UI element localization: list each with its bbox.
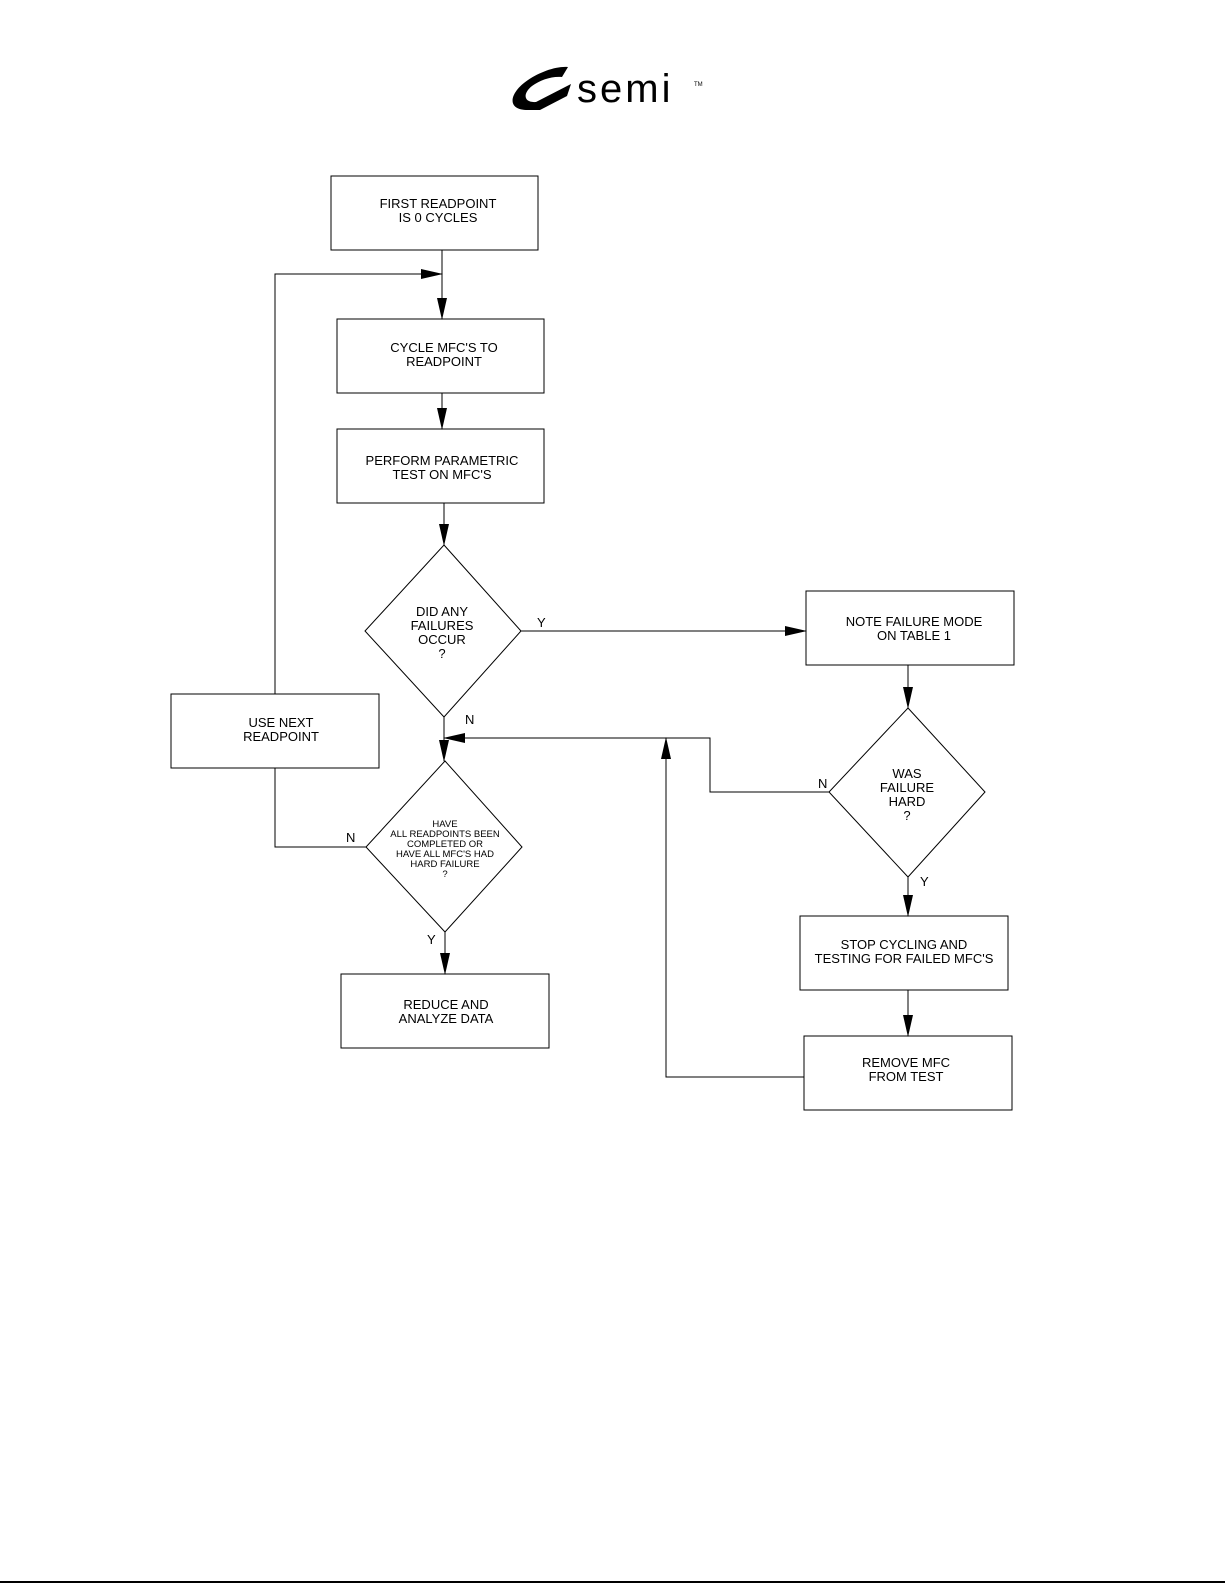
node-cycle-mfcs-line-1: CYCLE MFC'S TO <box>390 340 497 355</box>
label-failures-yes: Y <box>537 615 546 630</box>
node-use-next-line-2: READPOINT <box>243 729 319 744</box>
node-reduce-data: REDUCE AND ANALYZE DATA <box>340 973 550 1049</box>
label-all-done-yes: Y <box>427 932 436 947</box>
logo-trademark: TM <box>694 82 703 88</box>
semi-logo: semi TM <box>512 66 703 111</box>
edge-remove-return <box>661 737 804 1078</box>
node-stop-cycling: STOP CYCLING AND TESTING FOR FAILED MFC'… <box>799 915 1009 991</box>
node-use-next: USE NEXT READPOINT <box>170 693 380 769</box>
node-reduce-data-line-1: REDUCE AND <box>403 997 488 1012</box>
node-cycle-mfcs-line-2: READPOINT <box>406 354 482 369</box>
decision-all-done-line-3: COMPLETED OR <box>407 839 483 850</box>
node-first-readpoint-line-2: IS 0 CYCLES <box>399 210 478 225</box>
decision-any-failures: DID ANY FAILURES OCCUR ? <box>364 544 522 718</box>
decision-any-failures-line-4: ? <box>438 646 445 661</box>
node-use-next-line-1: USE NEXT <box>248 715 313 730</box>
decision-all-done-line-1: HAVE <box>432 819 457 830</box>
node-stop-cycling-line-1: STOP CYCLING AND <box>841 937 968 952</box>
node-note-failure: NOTE FAILURE MODE ON TABLE 1 <box>805 590 1015 666</box>
node-remove-mfc-line-2: FROM TEST <box>869 1069 944 1084</box>
node-remove-mfc-line-1: REMOVE MFC <box>862 1055 950 1070</box>
decision-any-failures-line-1: DID ANY <box>416 604 468 619</box>
label-all-done-no: N <box>346 830 355 845</box>
decision-all-done: HAVE ALL READPOINTS BEEN COMPLETED OR HA… <box>365 760 523 933</box>
label-hard-no: N <box>818 776 827 791</box>
edge-use-next-loop <box>274 269 443 694</box>
decision-all-done-line-6: ? <box>442 869 447 880</box>
edge-all-done-no <box>274 768 366 848</box>
edge-hard-no <box>443 733 829 793</box>
node-first-readpoint: FIRST READPOINT IS 0 CYCLES <box>330 175 539 251</box>
node-stop-cycling-line-2: TESTING FOR FAILED MFC'S <box>815 951 994 966</box>
decision-failure-hard-line-3: HARD <box>889 794 926 809</box>
decision-failure-hard-line-4: ? <box>903 808 910 823</box>
node-parametric-test-line-1: PERFORM PARAMETRIC <box>366 453 519 468</box>
decision-failure-hard: WAS FAILURE HARD ? <box>828 707 986 878</box>
decision-failure-hard-line-2: FAILURE <box>880 780 935 795</box>
node-cycle-mfcs: CYCLE MFC'S TO READPOINT <box>336 318 545 394</box>
node-reduce-data-line-2: ANALYZE DATA <box>399 1011 494 1026</box>
decision-failure-hard-line-1: WAS <box>892 766 921 781</box>
decision-any-failures-line-3: OCCUR <box>418 632 466 647</box>
node-first-readpoint-line-1: FIRST READPOINT <box>380 196 497 211</box>
label-hard-yes: Y <box>920 874 929 889</box>
node-remove-mfc: REMOVE MFC FROM TEST <box>803 1035 1013 1111</box>
decision-all-done-line-4: HAVE ALL MFC'S HAD <box>396 849 494 860</box>
semi-logo-mark-icon <box>512 66 571 110</box>
logo-wordmark: semi <box>577 67 673 111</box>
decision-any-failures-line-2: FAILURES <box>411 618 474 633</box>
decision-all-done-line-5: HARD FAILURE <box>410 859 479 870</box>
node-parametric-test: PERFORM PARAMETRIC TEST ON MFC'S <box>336 428 545 504</box>
decision-all-done-line-2: ALL READPOINTS BEEN <box>390 829 500 840</box>
node-note-failure-line-1: NOTE FAILURE MODE <box>846 614 983 629</box>
label-failures-no: N <box>465 712 474 727</box>
node-note-failure-line-2: ON TABLE 1 <box>877 628 951 643</box>
node-parametric-test-line-2: TEST ON MFC'S <box>392 467 491 482</box>
